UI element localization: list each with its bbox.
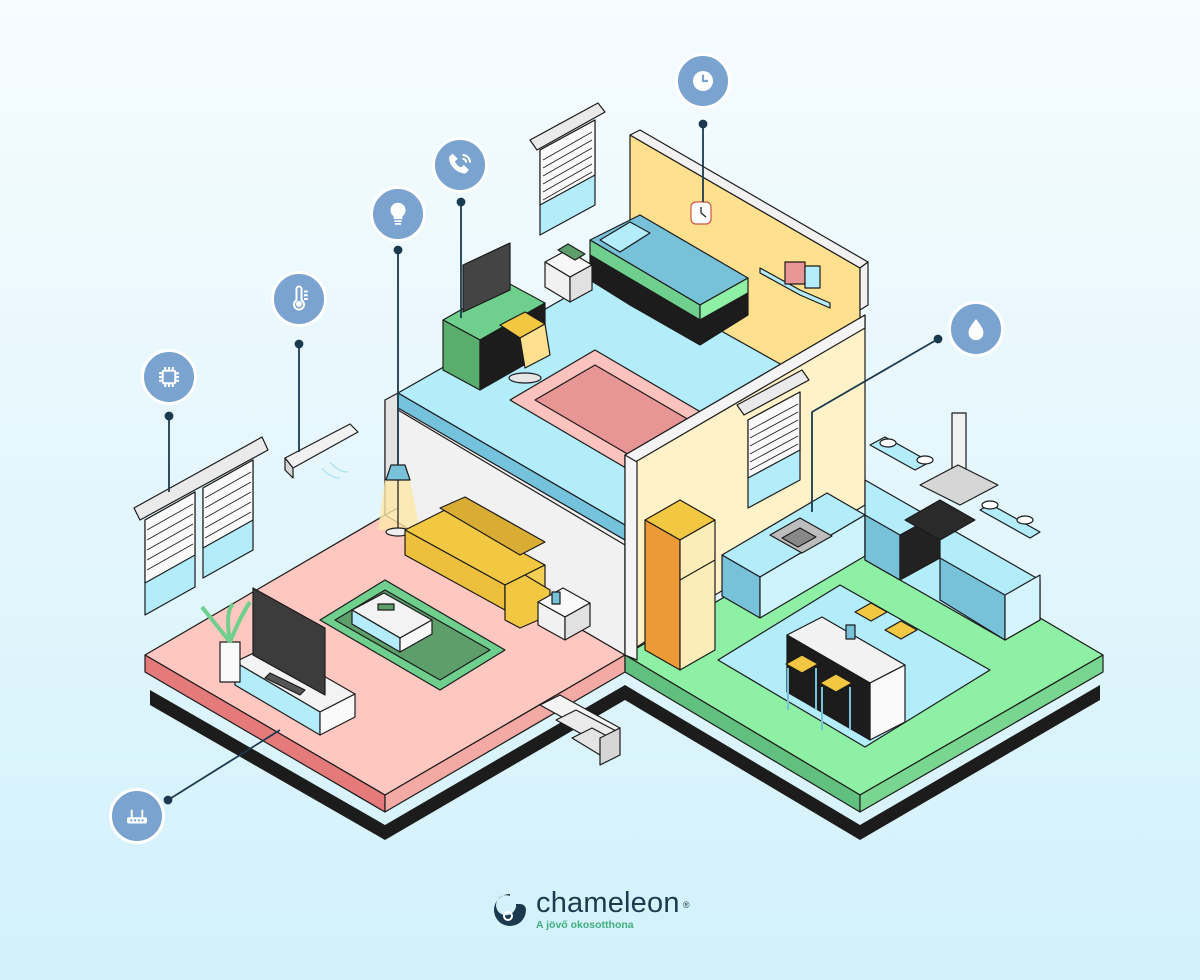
fridge (644, 499, 716, 671)
nightstand (544, 243, 593, 303)
window-living-left (133, 436, 269, 616)
tv-stand (234, 587, 356, 736)
kitchen-cabinets (721, 479, 1041, 641)
floor-lamp (378, 464, 420, 537)
air-conditioner (284, 423, 359, 479)
brand-name: chameleon® (536, 887, 690, 919)
kitchen-shelves (869, 436, 1041, 539)
brand-logo: chameleon® A jövő okosotthona (490, 887, 690, 931)
range-hood (919, 412, 999, 506)
thermometer-icon[interactable] (271, 271, 327, 327)
phone-call-icon[interactable] (432, 137, 488, 193)
brand-tagline: A jövő okosotthona (536, 919, 634, 931)
chameleon-logo-icon (494, 893, 526, 926)
water-drop-icon[interactable] (948, 301, 1004, 357)
connector-lines (163, 119, 943, 805)
desk (442, 242, 551, 391)
bookshelf (759, 261, 831, 309)
lightbulb-icon[interactable] (370, 186, 426, 242)
bar-stools (785, 602, 918, 730)
registered-mark: ® (682, 900, 690, 910)
bed (589, 214, 749, 346)
plant-pot (200, 600, 252, 683)
window-bedroom (529, 102, 606, 236)
wall-clock (690, 201, 712, 225)
clock-icon[interactable] (675, 53, 731, 109)
side-table (537, 587, 591, 641)
chip-icon[interactable] (141, 349, 197, 405)
window-kitchen (736, 369, 810, 509)
router-icon[interactable] (109, 788, 165, 844)
coffee-table (351, 592, 433, 653)
stairs (539, 694, 621, 766)
